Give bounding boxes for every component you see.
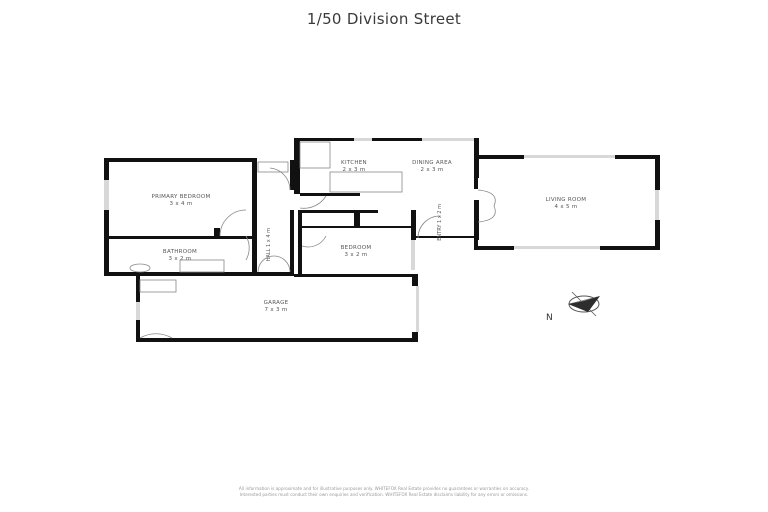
room-name: GARAGE [263,300,289,306]
room-name: DINING AREA [412,160,452,166]
disclaimer-line-1: All information is approximate and for i… [238,486,530,491]
room-size: 1 x 4 m [266,228,272,247]
room-name: LIVING ROOM [545,197,587,203]
disclaimer: All information is approximate and for i… [100,486,668,498]
room-size: 2 x 3 m [420,167,444,173]
room-garage: GARAGE 7 x 3 m [246,300,306,314]
room-name: ENTRY [437,224,443,241]
room-size: 3 x 4 m [169,201,193,207]
room-name: BATHROOM [162,249,198,255]
room-kitchen: KITCHEN 2 x 3 m [326,160,382,174]
room-name: KITCHEN [341,160,367,166]
room-size: 7 x 3 m [264,307,288,313]
compass-north-label: N [546,313,553,323]
room-living-room: LIVING ROOM 4 x 5 m [528,197,604,211]
room-bathroom: BATHROOM 3 x 2 m [145,249,215,263]
disclaimer-line-2: Interested parties must conduct their ow… [239,492,529,497]
room-hall: HALL 1 x 4 m [266,228,272,261]
room-name: HALL [266,248,272,262]
room-size: 1 x 2 m [437,204,443,223]
room-bedroom: BEDROOM 3 x 2 m [326,245,386,259]
room-dining-area: DINING AREA 2 x 3 m [400,160,464,174]
property-title: 1/50 Division Street [306,10,462,28]
compass-icon [568,291,600,317]
room-size: 2 x 3 m [342,167,366,173]
room-primary-bedroom: PRIMARY BEDROOM 3 x 4 m [126,194,236,208]
room-size: 4 x 5 m [554,204,578,210]
room-name: PRIMARY BEDROOM [151,194,211,200]
room-size: 3 x 2 m [344,252,368,258]
room-size: 3 x 2 m [168,256,192,262]
room-entry: ENTRY 1 x 2 m [437,204,443,241]
room-name: BEDROOM [340,245,372,251]
